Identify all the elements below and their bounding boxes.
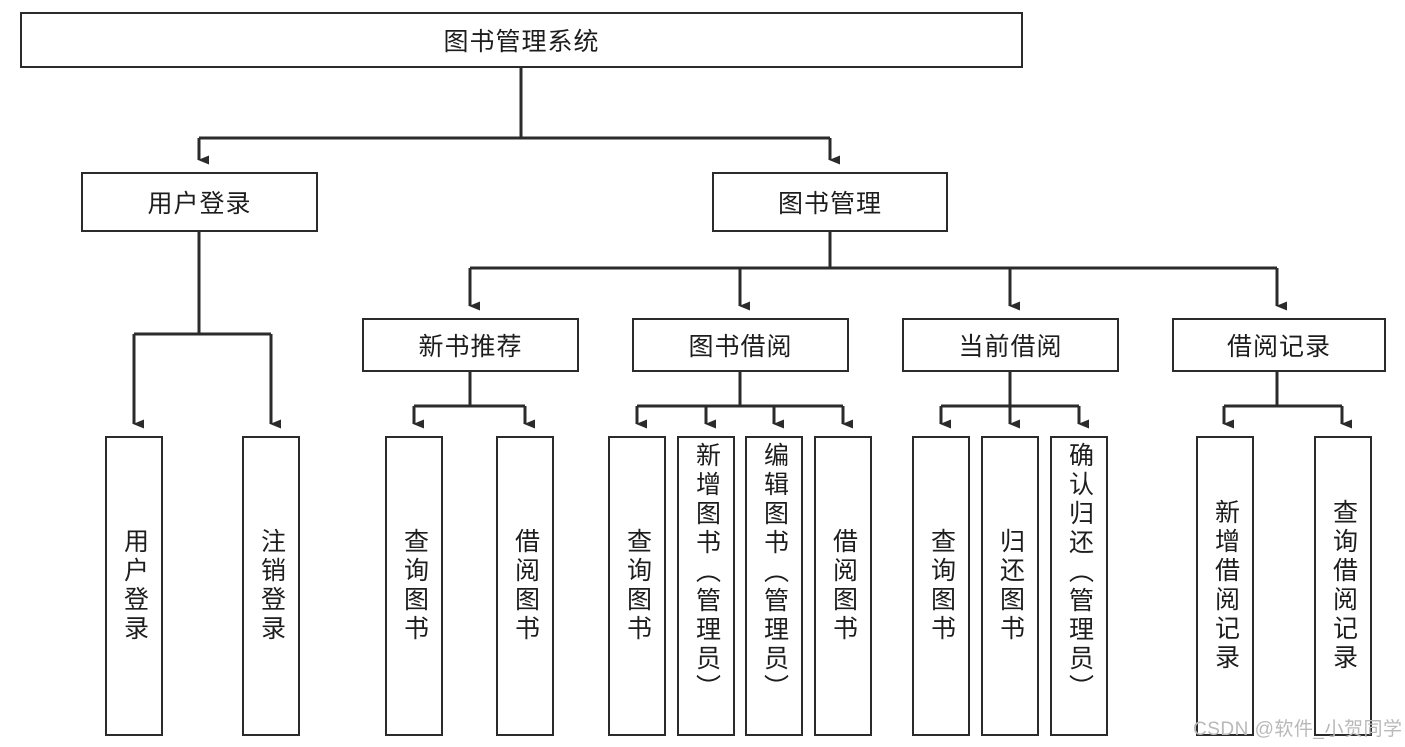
leaf-return-book[interactable]: 归还图书 — [981, 436, 1039, 736]
node-label: 新增借阅记录 — [1211, 499, 1240, 673]
node-label: 图书管理系统 — [443, 28, 600, 56]
node-label: 借阅图书 — [829, 528, 858, 644]
node-label: 借阅图书 — [511, 528, 540, 644]
node-book-management[interactable]: 图书管理 — [712, 172, 948, 232]
leaf-add-book-admin[interactable]: 新增图书（管理员） — [677, 436, 735, 736]
node-label: 归还图书 — [996, 528, 1025, 644]
node-label: 查询图书 — [400, 528, 429, 644]
node-label: 当前借阅 — [958, 333, 1063, 361]
node-label: 注销登录 — [257, 528, 286, 644]
leaf-edit-book-admin[interactable]: 编辑图书（管理员） — [745, 436, 803, 736]
node-label: 新书推荐 — [418, 333, 523, 361]
node-label: 查询借阅记录 — [1329, 499, 1358, 673]
node-new-book-recommend[interactable]: 新书推荐 — [362, 318, 579, 372]
node-label: 查询图书 — [927, 528, 956, 644]
node-label: 新增图书（管理员） — [692, 442, 721, 703]
leaf-borrow-book[interactable]: 借阅图书 — [814, 436, 872, 736]
node-label: 图书借阅 — [688, 333, 793, 361]
leaf-query-book-recommend[interactable]: 查询图书 — [385, 436, 443, 736]
leaf-logout[interactable]: 注销登录 — [242, 436, 300, 736]
node-borrow-records[interactable]: 借阅记录 — [1172, 318, 1386, 372]
node-label: 查询图书 — [623, 528, 652, 644]
node-label: 编辑图书（管理员） — [760, 442, 789, 703]
leaf-query-book-borrow[interactable]: 查询图书 — [608, 436, 666, 736]
node-label: 借阅记录 — [1226, 333, 1331, 361]
node-book-borrow[interactable]: 图书借阅 — [632, 318, 849, 372]
node-root-system[interactable]: 图书管理系统 — [20, 12, 1023, 68]
watermark-text: CSDN @软件_小贺同学 — [1193, 719, 1403, 740]
leaf-add-borrow-record[interactable]: 新增借阅记录 — [1196, 436, 1254, 736]
leaf-query-book-current[interactable]: 查询图书 — [912, 436, 970, 736]
node-label: 确认归还（管理员） — [1065, 442, 1094, 703]
leaf-borrow-book-recommend[interactable]: 借阅图书 — [496, 436, 554, 736]
node-label: 用户登录 — [120, 528, 149, 644]
leaf-query-borrow-record[interactable]: 查询借阅记录 — [1314, 436, 1372, 736]
node-user-login[interactable]: 用户登录 — [81, 172, 318, 232]
node-label: 图书管理 — [777, 190, 882, 218]
node-label: 用户登录 — [147, 190, 252, 218]
leaf-user-login[interactable]: 用户登录 — [105, 436, 163, 736]
leaf-confirm-return-admin[interactable]: 确认归还（管理员） — [1050, 436, 1108, 736]
node-current-borrow[interactable]: 当前借阅 — [902, 318, 1119, 372]
